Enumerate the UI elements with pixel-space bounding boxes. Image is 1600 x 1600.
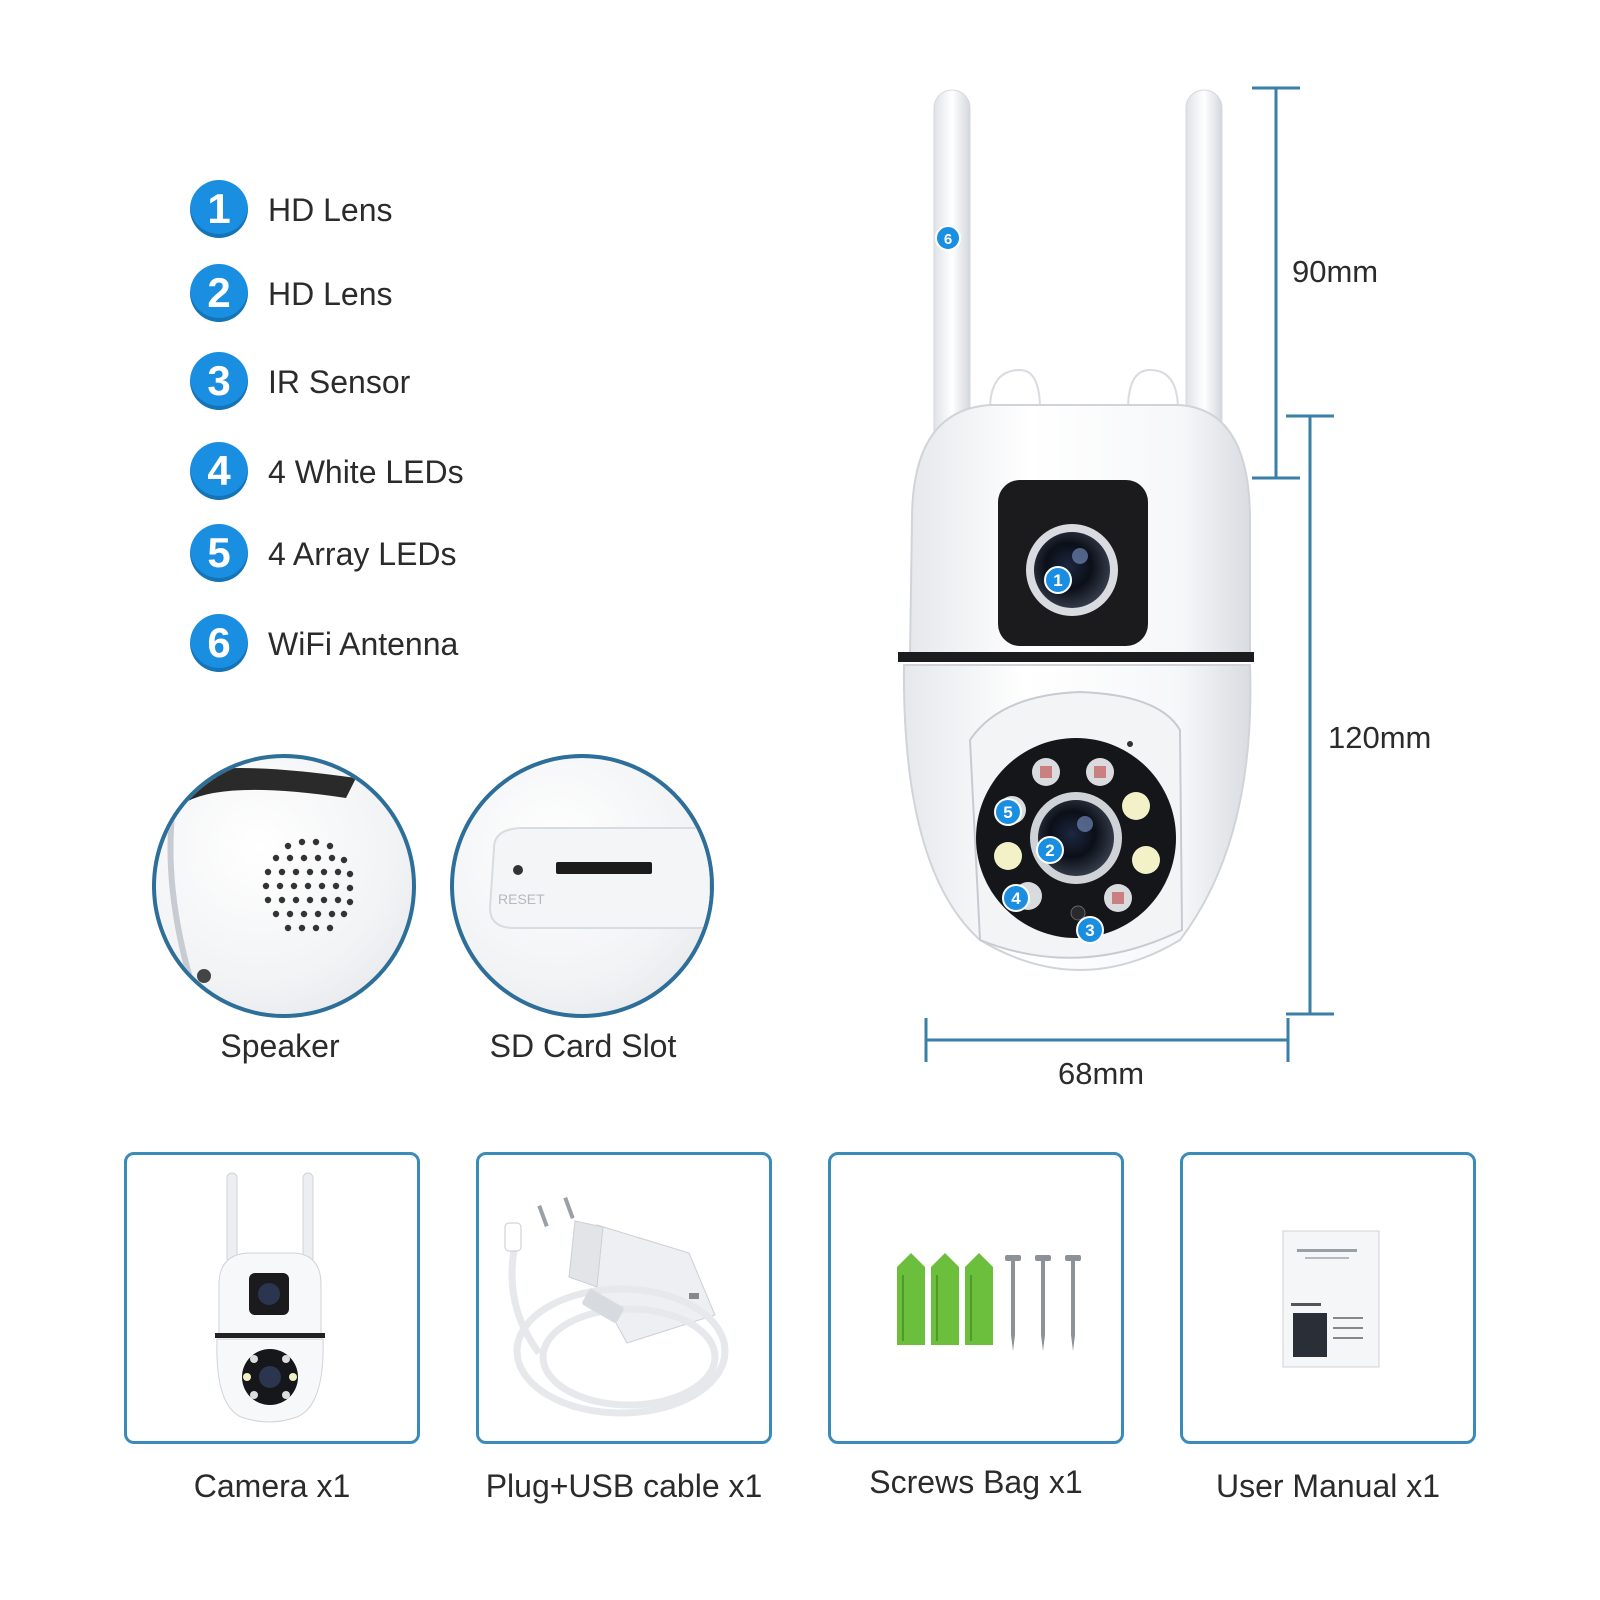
legend-label: 4 White LEDs (268, 454, 464, 490)
legend-label: HD Lens (268, 276, 393, 312)
marker-text: 2 (1045, 841, 1054, 860)
number-badge: 4 (190, 442, 248, 500)
number-badge: 6 (190, 614, 248, 672)
wifi-antenna-icon (933, 89, 1223, 471)
package-box-manual (1180, 1152, 1476, 1444)
reset-print-label: RESET (498, 891, 545, 907)
marker-text: 6 (944, 231, 952, 248)
plug-usb-cable-icon (504, 1196, 729, 1417)
marker-ir-sensor (1076, 916, 1104, 944)
legend-item-hd-lens-1: 1 HD Lens (190, 180, 610, 240)
legend-label: WiFi Antenna (268, 626, 459, 662)
legend-label: 4 Array LEDs (268, 536, 457, 572)
marker-lens-top (1044, 566, 1072, 594)
package-box-plug-usb (476, 1152, 772, 1444)
speaker-detail (152, 754, 416, 1018)
speaker-grille-icon (167, 768, 356, 999)
legend-item-white-leds: 4 4 White LEDs (190, 442, 610, 502)
marker-array-led (994, 798, 1022, 826)
marker-lens-bottom (1036, 836, 1064, 864)
user-manual-icon (1282, 1230, 1380, 1368)
screws-bag-icon (897, 1253, 1081, 1351)
speaker-caption: Speaker (220, 1028, 340, 1064)
sd-card-slot-detail: RESET (450, 754, 714, 1018)
legend-item-hd-lens-2: 2 HD Lens (190, 264, 610, 324)
legend-item-array-leds: 5 4 Array LEDs (190, 524, 610, 584)
camera-illustration: 1 2 3 4 5 6 (898, 89, 1254, 971)
sd-card-slot-caption: SD Card Slot (489, 1028, 677, 1064)
legend-item-ir-sensor: 3 IR Sensor (190, 352, 610, 412)
number-badge: 3 (190, 352, 248, 410)
package-caption-manual: User Manual x1 (1215, 1468, 1441, 1504)
body-height-label: 120mm (1328, 720, 1432, 755)
marker-text: 4 (1011, 889, 1021, 908)
marker-text: 3 (1085, 921, 1094, 940)
body-width-label: 68mm (1058, 1056, 1145, 1091)
number-badge: 2 (190, 264, 248, 322)
marker-text: 5 (1003, 803, 1012, 822)
number-badge: 1 (190, 180, 248, 238)
marker-white-led (1002, 884, 1030, 912)
package-caption-screws: Screws Bag x1 (869, 1464, 1083, 1500)
package-caption-camera: Camera x1 (193, 1468, 351, 1504)
package-caption-plug-usb: Plug+USB cable x1 (485, 1468, 763, 1504)
package-box-camera (124, 1152, 420, 1444)
number-badge: 5 (190, 524, 248, 582)
legend-item-wifi-antenna: 6 WiFi Antenna (190, 614, 610, 674)
legend-label: IR Sensor (268, 364, 411, 400)
package-box-screws (828, 1152, 1124, 1444)
sd-slot-icon: RESET (488, 827, 710, 929)
legend-label: HD Lens (268, 192, 393, 228)
antenna-height-label: 90mm (1292, 254, 1379, 289)
camera-thumbnail-icon (215, 1172, 325, 1423)
marker-text: 1 (1053, 571, 1062, 590)
marker-antenna (935, 225, 961, 251)
